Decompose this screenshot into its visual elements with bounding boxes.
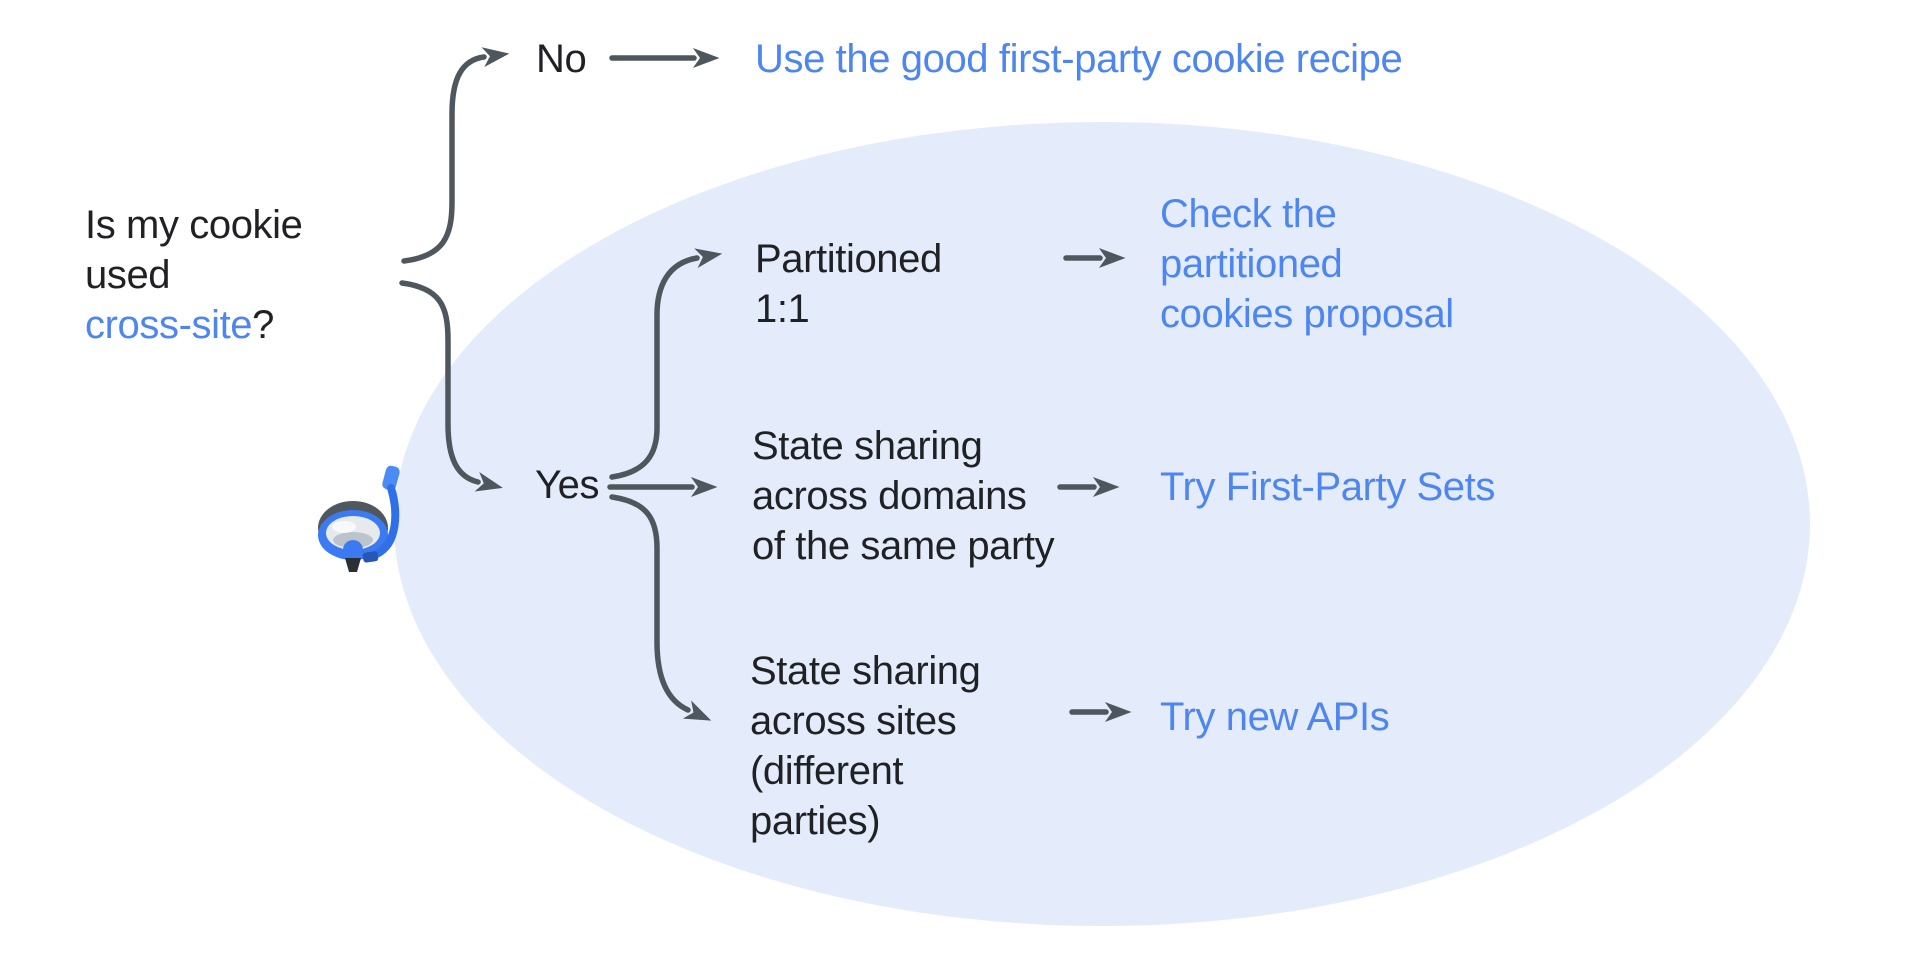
- diving-mask-icon: [318, 465, 400, 572]
- condition-partitioned-1-1: Partitioned 1:1: [755, 237, 942, 331]
- arrow-question-to-no: [401, 47, 510, 264]
- question: Is my cookie used cross-site?: [85, 200, 303, 350]
- yes-branch-ellipse: [394, 122, 1810, 926]
- condition-state-sharing-different-parties: State sharing across sites (different pa…: [750, 649, 981, 843]
- question-highlight: cross-site: [85, 303, 253, 347]
- condition-state-sharing-same-party: State sharing across domains of the same…: [752, 424, 1055, 568]
- link-first-party-sets[interactable]: Try First-Party Sets: [1160, 465, 1495, 509]
- arrow-yes-to-different-parties: [609, 494, 712, 721]
- question-suffix: ?: [252, 303, 274, 347]
- arrow-yes-to-partitioned: [609, 248, 723, 480]
- question-line2: used: [85, 253, 171, 297]
- arrow-question-to-yes: [399, 280, 503, 492]
- link-partitioned-cookies-proposal[interactable]: Check the partitioned cookies proposal: [1160, 192, 1454, 336]
- yes-branch-label: Yes: [535, 463, 600, 507]
- link-first-party-cookie-recipe[interactable]: Use the good first-party cookie recipe: [755, 37, 1403, 81]
- no-branch-label: No: [536, 37, 587, 81]
- question-line1: Is my cookie: [85, 203, 303, 247]
- link-try-new-apis[interactable]: Try new APIs: [1160, 695, 1390, 739]
